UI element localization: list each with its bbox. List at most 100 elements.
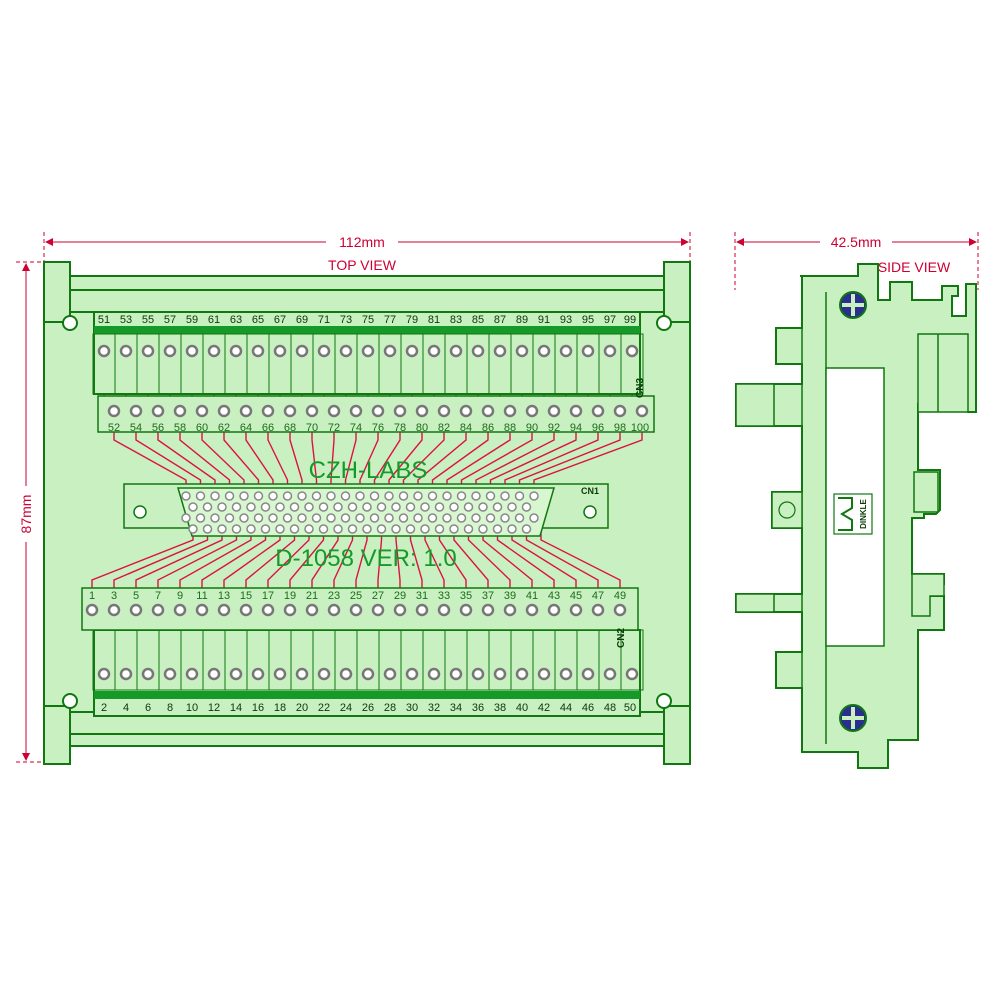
pin-label: 40: [516, 702, 528, 714]
pin-label: 84: [460, 422, 472, 434]
connector-pin-icon: [224, 491, 235, 501]
pin-label: 2: [101, 702, 107, 714]
pin-label: 32: [428, 702, 440, 714]
header-pad-icon: [195, 404, 209, 418]
header-pad-icon: [525, 603, 539, 617]
terminal-pad-icon: [163, 667, 177, 681]
cn1-pin-grid: [181, 491, 539, 534]
terminal-pad-icon: [273, 344, 287, 358]
top-view-title: TOP VIEW: [328, 257, 397, 273]
pin-label: 42: [538, 702, 550, 714]
pin-label: 56: [152, 422, 164, 434]
terminal-pad-icon: [537, 344, 551, 358]
terminal-pad-icon: [361, 667, 375, 681]
pin-label: 71: [318, 314, 330, 326]
connector-pin-icon: [413, 491, 423, 501]
header-pad-icon: [569, 404, 583, 418]
terminal-pad-icon: [141, 344, 155, 358]
screw-top-icon: [839, 291, 867, 319]
connector-pin-icon: [297, 513, 307, 523]
connector-pin-icon: [456, 513, 467, 523]
pin-label: 39: [504, 590, 516, 602]
terminal-pad-icon: [361, 344, 375, 358]
connector-pin-icon: [369, 491, 380, 501]
connector-pin-icon: [384, 491, 394, 501]
pin-label: 15: [240, 590, 252, 602]
pin-label: 1: [89, 590, 95, 602]
pin-label: 92: [548, 422, 560, 434]
terminal-pad-icon: [405, 344, 419, 358]
mount-hole-icon: [62, 315, 78, 331]
connector-pin-icon: [260, 502, 271, 512]
width-dimension-label: 112mm: [339, 234, 385, 250]
screw-bottom-icon: [839, 704, 867, 732]
connector-pin-icon: [304, 502, 314, 512]
connector-pin-icon: [500, 491, 510, 501]
header-pad-icon: [547, 404, 561, 418]
connector-pin-icon: [195, 491, 206, 501]
connector-pin-icon: [485, 513, 496, 523]
connector-pin-icon: [181, 491, 191, 501]
rail-clip: [917, 333, 969, 413]
pin-label: 11: [196, 590, 207, 602]
terminal-pad-icon: [229, 667, 243, 681]
terminal-pad-icon: [625, 667, 639, 681]
connector-pin-icon: [217, 524, 227, 534]
pin-label: 9: [177, 590, 183, 602]
terminal-pad-icon: [383, 667, 397, 681]
header-pad-icon: [85, 603, 99, 617]
pin-label: 58: [174, 422, 186, 434]
connector-pin-icon: [478, 502, 488, 512]
pin-label: 73: [340, 314, 352, 326]
pin-label: 48: [604, 702, 616, 714]
connector-pin-icon: [289, 524, 300, 534]
connector-pin-icon: [362, 502, 372, 512]
pin-label: 64: [240, 422, 252, 434]
terminal-pad-icon: [559, 344, 573, 358]
pin-label: 75: [362, 314, 374, 326]
cable-entry-upper: [735, 383, 775, 427]
terminal-pad-icon: [295, 667, 309, 681]
connector-pin-icon: [275, 502, 285, 512]
terminal-pad-icon: [97, 344, 111, 358]
connector-pin-icon: [442, 491, 452, 501]
terminal-cell: [620, 333, 644, 395]
pin-label: 96: [592, 422, 604, 434]
connector-pin-icon: [253, 513, 264, 523]
header-pad-icon: [569, 603, 583, 617]
connector-pin-icon: [253, 491, 264, 501]
connector-pin-icon: [376, 524, 387, 534]
pin-labels-bottom-row: 2 4 6 8 10 12 14 16 18 20 22 24 26 28 30…: [101, 702, 636, 714]
pin-label: 94: [570, 422, 582, 434]
end-cap-bottom-right: [663, 705, 691, 765]
pin-label: 60: [196, 422, 208, 434]
header-pad-icon: [129, 603, 143, 617]
pin-label: 25: [350, 590, 362, 602]
connector-pin-icon: [471, 491, 481, 501]
connector-pin-icon: [384, 513, 394, 523]
mount-hole-icon: [656, 315, 672, 331]
header-pad-icon: [195, 603, 209, 617]
connector-pin-icon: [347, 524, 358, 534]
pin-label: 6: [145, 702, 151, 714]
connector-pin-icon: [456, 491, 467, 501]
pin-label: 14: [230, 702, 242, 714]
terminal-pad-icon: [471, 667, 485, 681]
pin-label: 51: [98, 314, 110, 326]
header-pad-icon: [107, 404, 121, 418]
connector-nut-icon: [778, 501, 796, 519]
pin-label: 65: [252, 314, 264, 326]
pin-strip-bottom: [94, 691, 640, 699]
cn1-label: CN1: [581, 486, 599, 496]
header-pad-icon: [503, 404, 517, 418]
connector-pin-icon: [224, 513, 235, 523]
terminal-pad-icon: [97, 667, 111, 681]
terminal-pad-icon: [207, 667, 221, 681]
height-dimension-label: 87mm: [18, 495, 34, 534]
side-view: SIDE VIEW DINKLE: [735, 259, 977, 769]
pin-label: 99: [624, 314, 636, 326]
connector-pin-icon: [485, 491, 496, 501]
connector-screw-hole-icon: [583, 505, 597, 519]
pin-label: 22: [318, 702, 330, 714]
header-pad-icon: [591, 404, 605, 418]
